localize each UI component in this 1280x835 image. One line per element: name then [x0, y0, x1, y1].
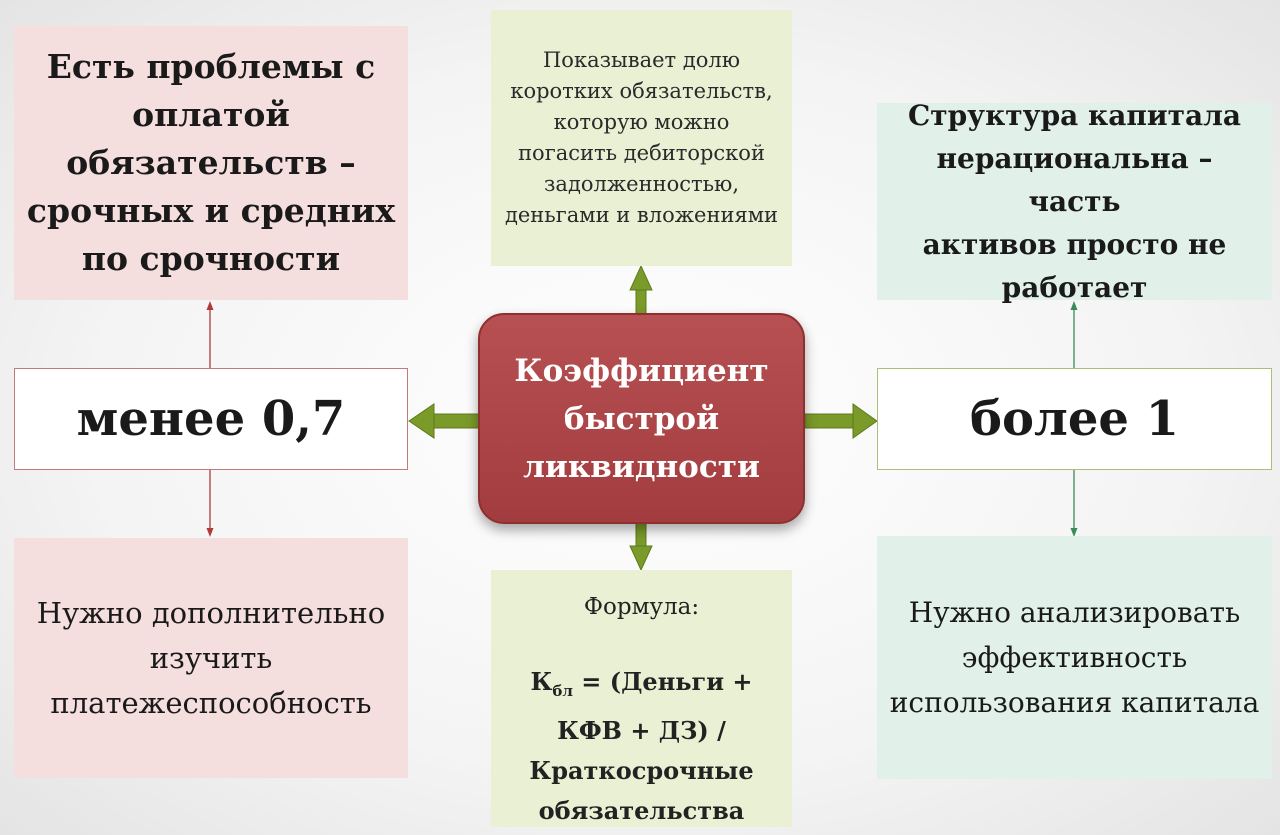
center-title: Коэффициент быстрой ликвидности [514, 352, 769, 485]
arrow-down [629, 521, 653, 572]
high-value-recommendation-text: Нужно анализировать эффективность исполь… [889, 596, 1260, 719]
arrow-left [408, 403, 480, 439]
right-connector-up [1070, 301, 1078, 368]
left-connector-down [206, 470, 214, 537]
left-connector-up [206, 301, 214, 368]
arrow-right [804, 403, 878, 439]
formula-text: Кбл = (Деньги + КФВ + ДЗ) / Краткосрочны… [529, 662, 753, 831]
high-value-meaning-text: Структура капитала нерациональна – часть… [907, 99, 1242, 304]
description-box: Показывает долю коротких обязательств, к… [491, 10, 792, 266]
low-threshold-box: менее 0,7 [14, 368, 408, 470]
right-connector-down [1070, 470, 1078, 537]
low-value-recommendation-box: Нужно дополнительно изучить платежеспосо… [14, 538, 408, 778]
low-value-meaning-text: Есть проблемы с оплатой обязательств – с… [26, 47, 396, 278]
high-threshold-box: более 1 [877, 368, 1272, 470]
formula-label: Формула: [583, 594, 700, 620]
low-threshold-label: менее 0,7 [76, 391, 346, 447]
quick-ratio-center-node: Коэффициент быстрой ликвидности [478, 313, 805, 524]
formula-line-3: Краткосрочные [529, 755, 754, 785]
high-value-meaning-box: Структура капитала нерациональна – часть… [877, 99, 1272, 304]
low-value-meaning-box: Есть проблемы с оплатой обязательств – с… [14, 26, 408, 300]
description-text: Показывает долю коротких обязательств, к… [504, 48, 779, 227]
high-threshold-label: более 1 [969, 391, 1180, 447]
formula-box: Формула: Кбл = (Деньги + КФВ + ДЗ) / Кра… [491, 570, 792, 827]
arrow-up [629, 264, 653, 315]
low-value-recommendation-text: Нужно дополнительно изучить платежеспосо… [36, 595, 386, 720]
high-value-recommendation-box: Нужно анализировать эффективность исполь… [877, 536, 1272, 779]
formula-line-2: КФВ + ДЗ) / [557, 715, 726, 745]
formula-line-1: Кбл = (Деньги + [530, 667, 753, 700]
formula-line-4: обязательства [538, 795, 745, 825]
